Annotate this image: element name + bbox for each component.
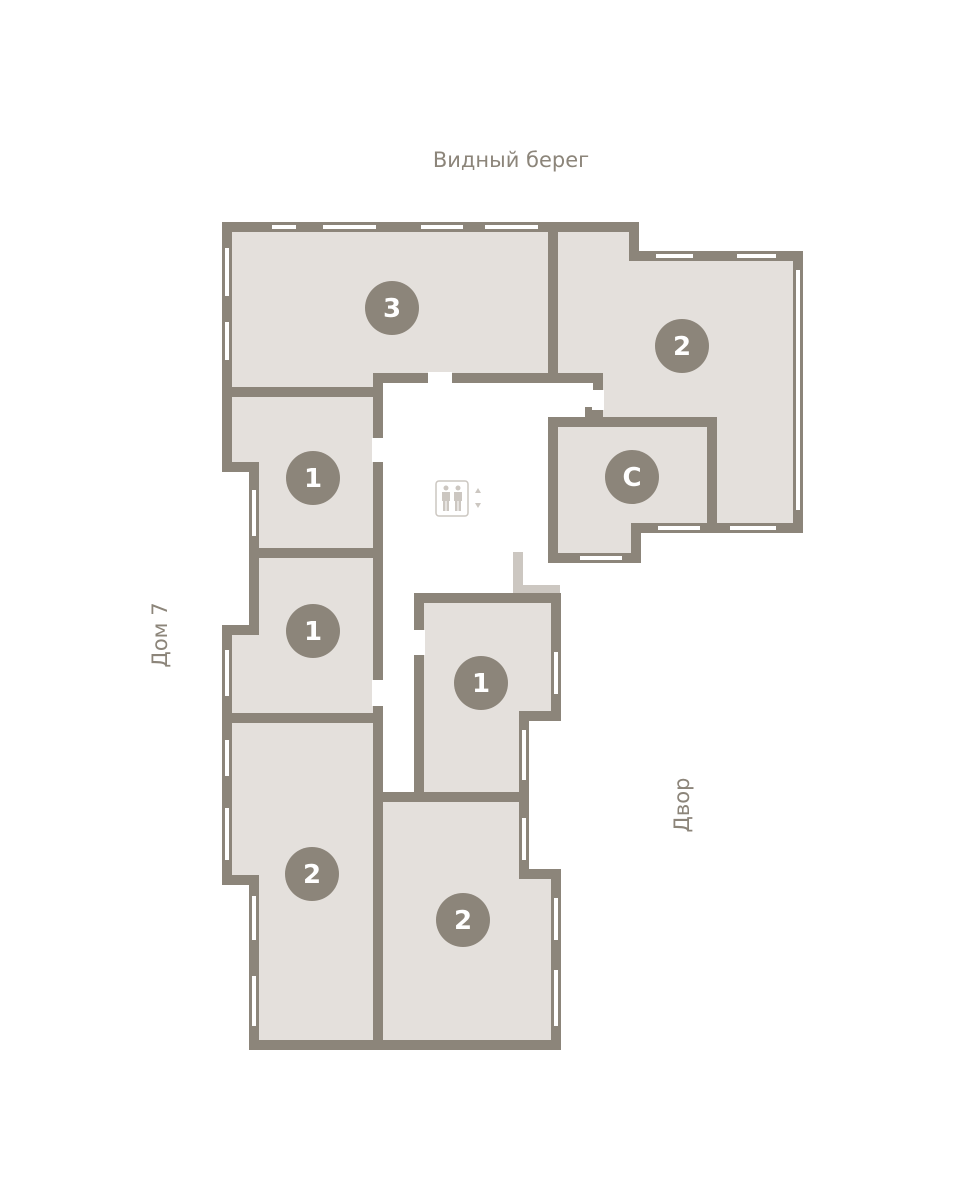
room-badge: С (605, 450, 659, 504)
north-side-label: Видный берег (433, 148, 589, 172)
room-badge: 2 (436, 893, 490, 947)
room-count-label: 3 (383, 294, 401, 324)
room-badge: 2 (655, 319, 709, 373)
room-count-label: 1 (304, 617, 322, 647)
room-badge: 3 (365, 281, 419, 335)
room-count-label: 2 (303, 860, 321, 890)
room-count-label: 1 (304, 464, 322, 494)
room-badge: 1 (286, 451, 340, 505)
shaft-outline (513, 552, 560, 595)
room-badge: 1 (454, 656, 508, 710)
east-side-label: Двор (670, 778, 694, 833)
room-count-label: 1 (472, 669, 490, 699)
elevator-icon (435, 480, 481, 517)
room-count-label: 2 (454, 906, 472, 936)
west-side-label: Дом 7 (148, 602, 172, 667)
room-count-label: С (622, 463, 641, 493)
windows (225, 225, 800, 1026)
room-count-label: 2 (673, 332, 691, 362)
room-badge: 2 (285, 847, 339, 901)
doorways (372, 372, 604, 706)
room-badge: 1 (286, 604, 340, 658)
